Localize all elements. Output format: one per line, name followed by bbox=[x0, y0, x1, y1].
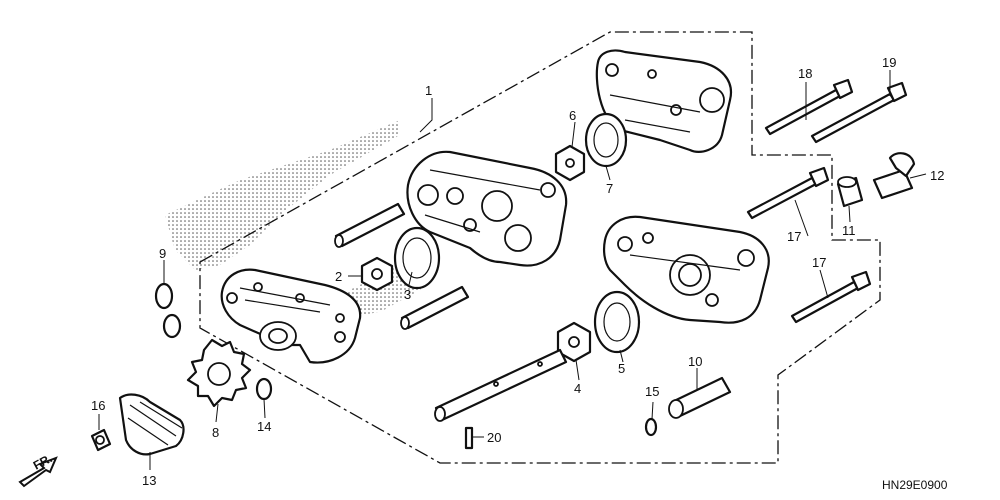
pin-20 bbox=[464, 426, 474, 450]
bolt-16 bbox=[90, 428, 112, 452]
collar-10 bbox=[668, 376, 732, 419]
front-direction-arrow bbox=[18, 456, 58, 488]
callout-18: 18 bbox=[798, 66, 812, 81]
outer-rotor-5 bbox=[593, 290, 641, 354]
pump-shaft bbox=[434, 348, 568, 422]
o-ring-9 bbox=[154, 282, 182, 339]
assembly-boundary bbox=[199, 31, 881, 464]
callout-17-upper: 17 bbox=[787, 229, 801, 244]
inner-rotor-6 bbox=[554, 144, 586, 182]
outer-rotor-7 bbox=[584, 112, 628, 168]
callout-14: 14 bbox=[257, 419, 271, 434]
callout-4: 4 bbox=[574, 381, 581, 396]
callout-5: 5 bbox=[618, 361, 625, 376]
clip-12 bbox=[872, 152, 916, 200]
callout-12: 12 bbox=[930, 168, 944, 183]
leader-lines bbox=[98, 70, 927, 470]
engine-case-shading bbox=[165, 120, 400, 270]
callout-20: 20 bbox=[487, 430, 501, 445]
pump-cover-rear bbox=[595, 49, 733, 153]
bolt-19 bbox=[810, 81, 908, 144]
pump-body-right bbox=[602, 215, 770, 324]
callout-17-lower: 17 bbox=[812, 255, 826, 270]
callout-16: 16 bbox=[91, 398, 105, 413]
collar-11 bbox=[836, 176, 864, 208]
chain-13 bbox=[118, 393, 185, 456]
callout-11: 11 bbox=[842, 223, 856, 238]
dowel-pins bbox=[334, 202, 470, 330]
pump-body-center bbox=[406, 150, 568, 267]
callout-19: 19 bbox=[882, 55, 896, 70]
inner-rotor-2 bbox=[360, 256, 394, 292]
callout-15: 15 bbox=[645, 384, 659, 399]
bolt-17-upper bbox=[746, 166, 830, 220]
diagram-code: HN29E0900 bbox=[882, 478, 948, 492]
pump-cover-front bbox=[220, 268, 362, 364]
callout-6: 6 bbox=[569, 108, 576, 123]
callout-9: 9 bbox=[159, 246, 166, 261]
callout-13: 13 bbox=[142, 473, 156, 488]
callout-8: 8 bbox=[212, 425, 219, 440]
callout-7: 7 bbox=[606, 181, 613, 196]
o-ring-15 bbox=[644, 417, 658, 437]
callout-3: 3 bbox=[404, 287, 411, 302]
sprocket-8 bbox=[186, 338, 252, 408]
callout-2: 2 bbox=[335, 269, 342, 284]
callout-10: 10 bbox=[688, 354, 702, 369]
outer-rotor-3 bbox=[393, 226, 441, 290]
bolt-17-lower bbox=[790, 270, 872, 324]
seal-14 bbox=[255, 377, 273, 401]
callout-1: 1 bbox=[425, 83, 432, 98]
bolt-18 bbox=[764, 78, 854, 136]
